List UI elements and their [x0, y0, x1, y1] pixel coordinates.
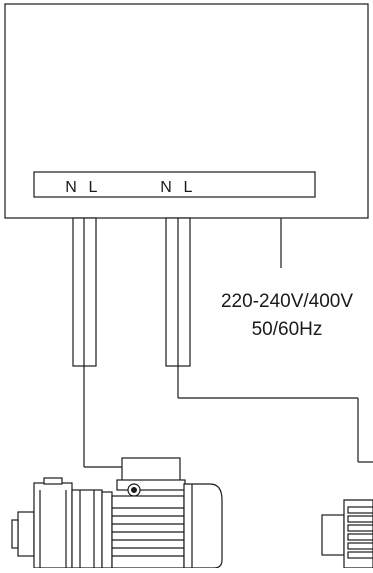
terminal-strip — [33, 171, 316, 198]
cable-1 — [72, 217, 123, 468]
cable-2 — [165, 217, 373, 463]
terminal-label-l1: L — [89, 179, 98, 196]
terminal-label-l2: L — [184, 179, 193, 196]
supply-voltage-label: 220-240V/400V — [221, 291, 353, 312]
terminal-label-n2: N — [160, 179, 172, 196]
terminal-label-n1: N — [65, 179, 77, 196]
connector-plug-icon — [321, 499, 373, 569]
pump-motor-icon — [11, 457, 223, 569]
supply-frequency-label: 50/60Hz — [252, 319, 323, 340]
